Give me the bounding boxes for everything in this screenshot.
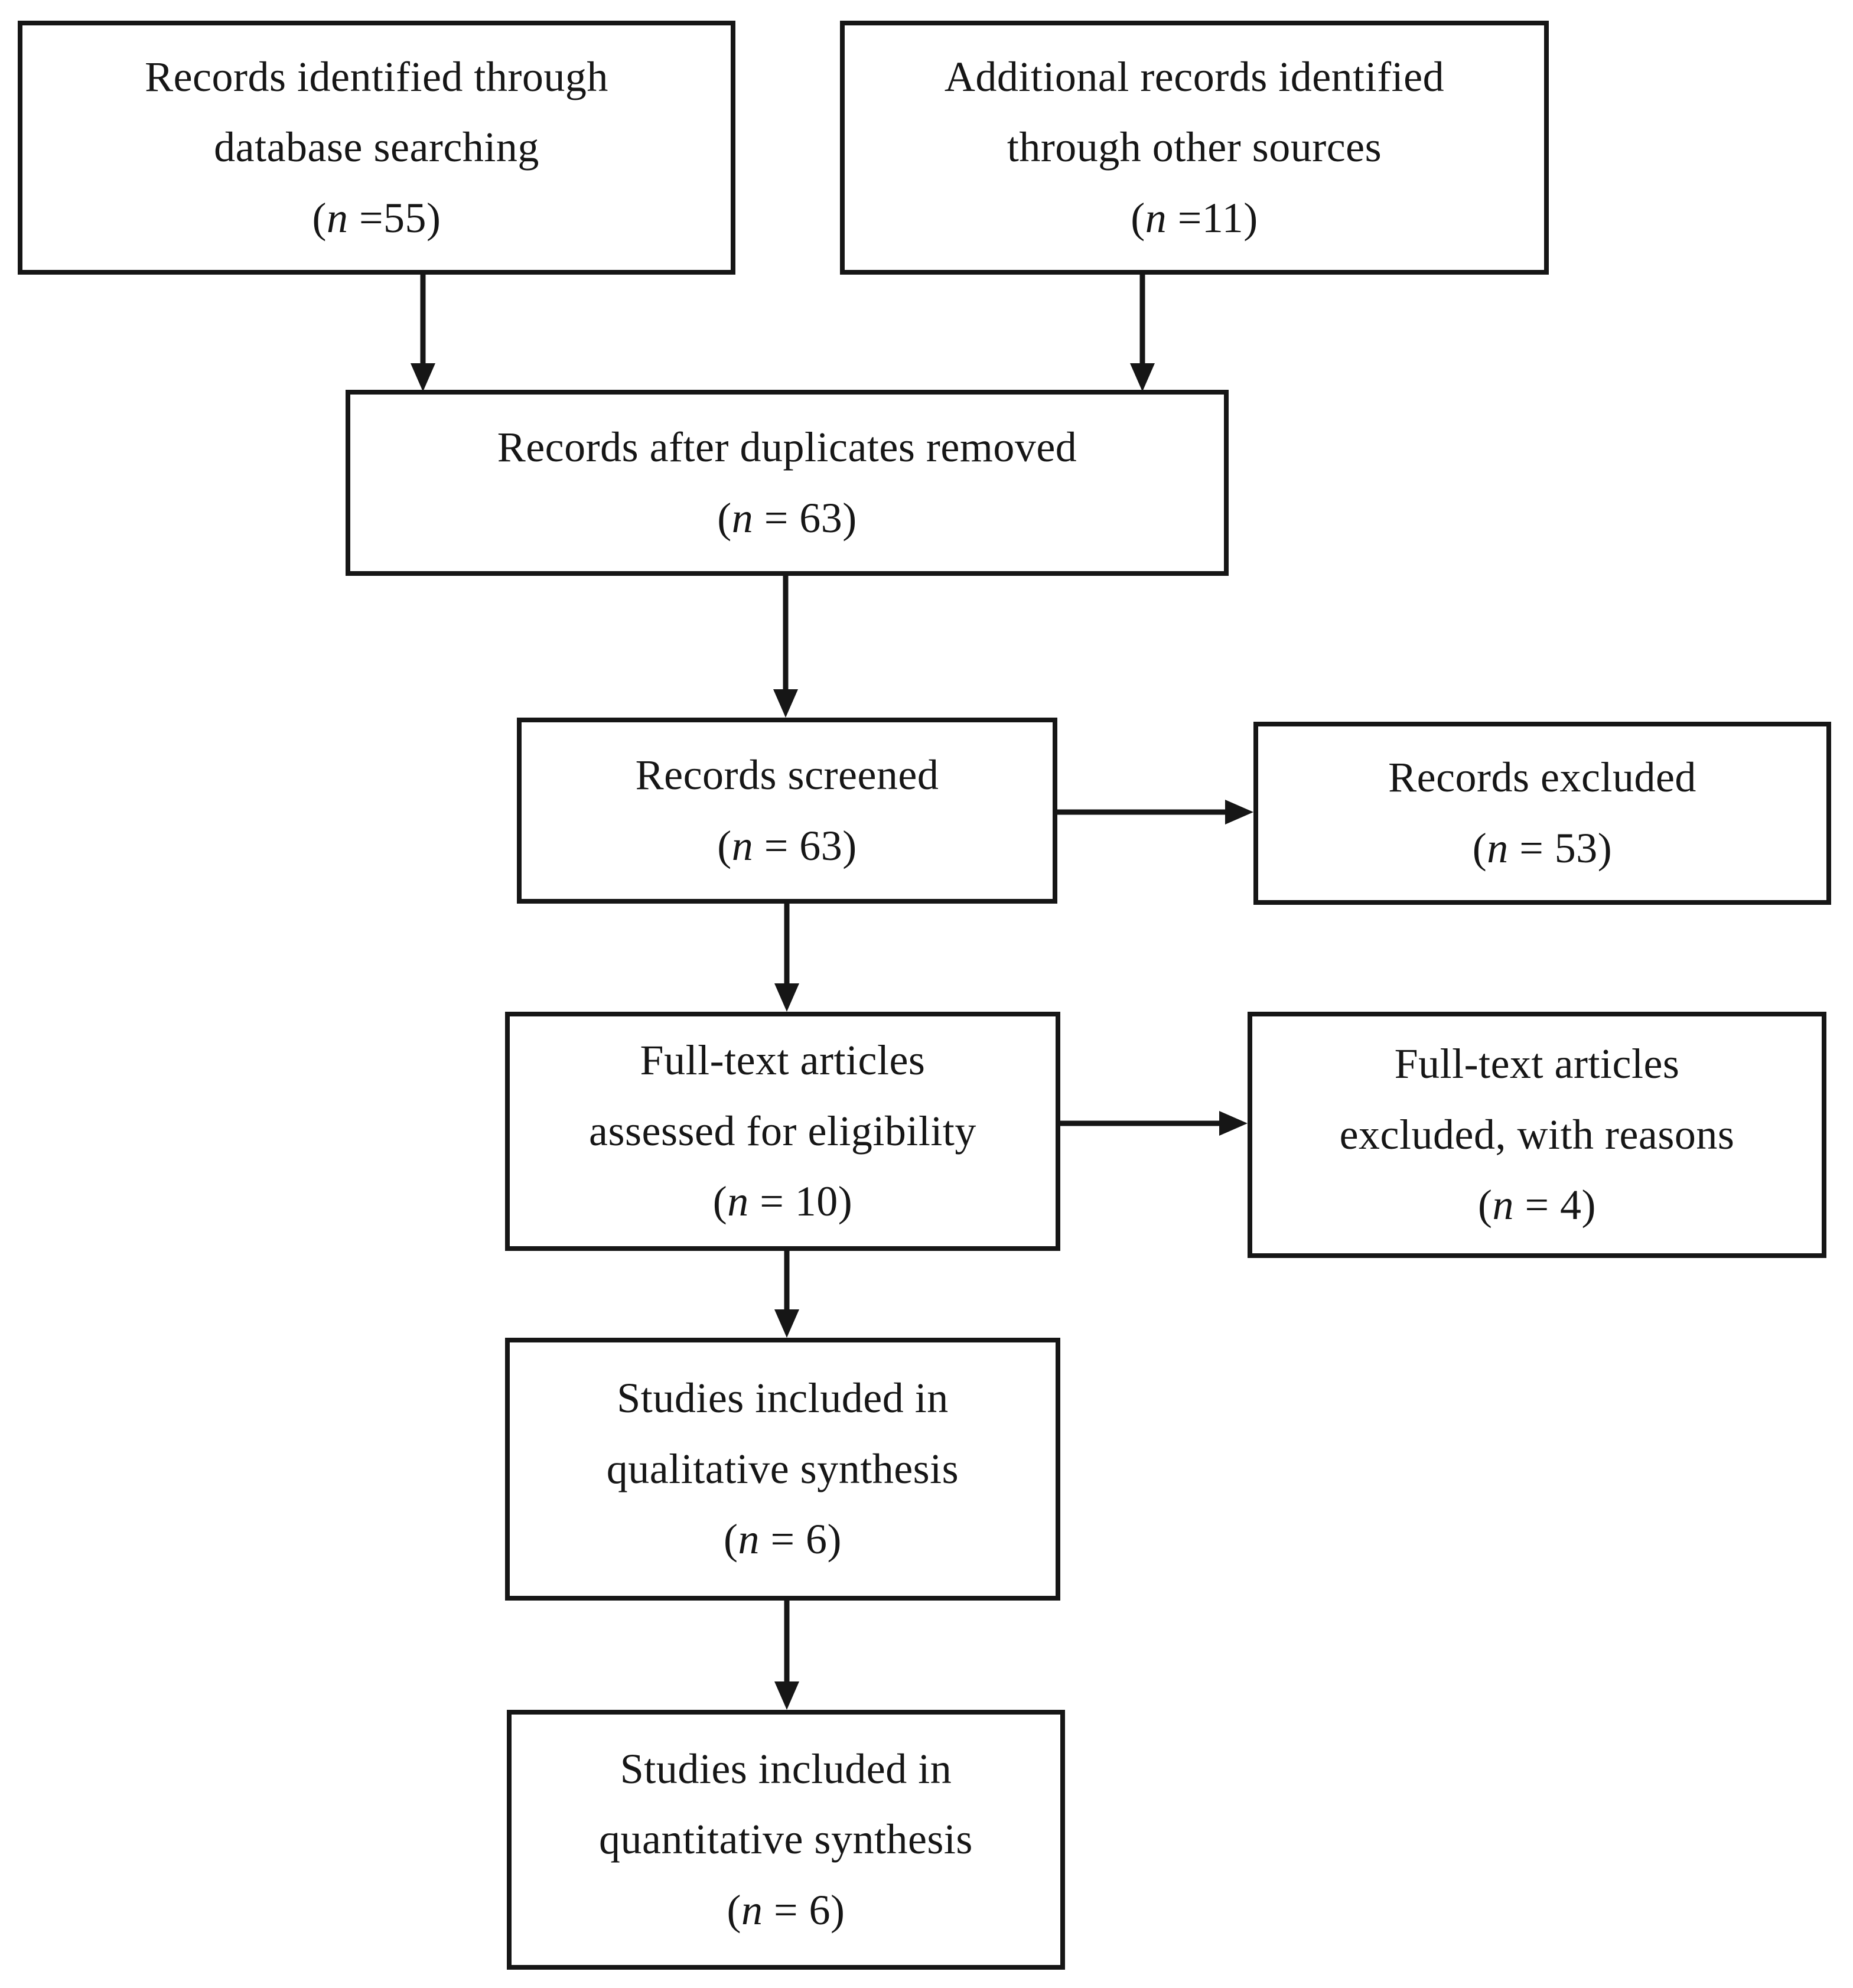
arrow-line	[1060, 1120, 1223, 1126]
arrow-down-icon	[411, 363, 435, 392]
box-count: (n = 6)	[607, 1504, 959, 1575]
box-text: Studies included in quantitative synthes…	[599, 1734, 973, 1946]
box-text: Records after duplicates removed (n = 63…	[497, 412, 1077, 553]
box-text: Studies included in qualitative synthesi…	[607, 1363, 959, 1575]
box-records-excluded: Records excluded (n = 53)	[1253, 722, 1831, 905]
arrow-line	[784, 904, 790, 987]
box-qualitative-synthesis: Studies included in qualitative synthesi…	[505, 1338, 1060, 1601]
box-records-identified-database: Records identified through database sear…	[18, 21, 735, 275]
box-count: (n =55)	[145, 183, 608, 254]
arrow-line	[1057, 809, 1229, 815]
box-count: (n = 10)	[589, 1166, 976, 1237]
arrow-screened-to-excluded-icon	[1057, 800, 1253, 824]
box-fulltext-excluded: Full-text articles excluded, with reason…	[1248, 1012, 1826, 1258]
n-symbol: n	[727, 1178, 749, 1226]
count-paren-open: (	[723, 1516, 738, 1563]
box-label-line: Records excluded	[1388, 754, 1696, 801]
n-symbol: n	[731, 822, 754, 869]
arrow-database-to-duplicates-icon	[411, 275, 435, 392]
arrow-fulltext-to-excluded-icon	[1060, 1111, 1248, 1136]
box-text: Full-text articles assessed for eligibil…	[589, 1025, 976, 1237]
box-label-line: Full-text articles	[1394, 1040, 1680, 1088]
box-label-line: Full-text articles	[640, 1037, 926, 1084]
n-symbol: n	[741, 1886, 763, 1934]
arrow-qualitative-to-quantitative-icon	[774, 1601, 799, 1710]
arrow-right-icon	[1225, 800, 1253, 824]
box-records-identified-other-sources: Additional records identified through ot…	[840, 21, 1549, 275]
box-label-line: Studies included in	[617, 1374, 949, 1422]
box-label-line: quantitative synthesis	[599, 1816, 973, 1863]
arrow-down-icon	[773, 689, 798, 718]
n-symbol: n	[1145, 194, 1167, 242]
box-text: Records excluded (n = 53)	[1388, 742, 1696, 884]
box-count: (n = 4)	[1340, 1170, 1735, 1241]
n-symbol: n	[731, 494, 754, 542]
arrow-down-icon	[774, 1681, 799, 1710]
arrow-screened-to-fulltext-icon	[774, 904, 799, 1012]
arrow-down-icon	[774, 1309, 799, 1338]
box-count: (n = 63)	[497, 483, 1077, 554]
box-label-line: through other sources	[1007, 123, 1382, 171]
arrow-other-sources-to-duplicates-icon	[1130, 275, 1155, 392]
box-label-line: Studies included in	[620, 1745, 952, 1793]
arrow-fulltext-to-qualitative-icon	[774, 1251, 799, 1338]
count-value: = 6)	[759, 1516, 842, 1563]
box-text: Full-text articles excluded, with reason…	[1340, 1029, 1735, 1241]
box-records-screened: Records screened (n = 63)	[517, 718, 1057, 904]
count-value: = 6)	[763, 1886, 845, 1934]
box-text: Records identified through database sear…	[145, 42, 608, 254]
arrow-duplicates-to-screened-icon	[773, 575, 798, 718]
arrow-down-icon	[774, 983, 799, 1012]
count-value: = 4)	[1513, 1181, 1597, 1229]
box-count: (n = 6)	[599, 1875, 973, 1946]
arrow-right-icon	[1219, 1111, 1248, 1136]
box-fulltext-assessed: Full-text articles assessed for eligibil…	[505, 1012, 1060, 1251]
count-value: = 53)	[1508, 824, 1613, 872]
box-quantitative-synthesis: Studies included in quantitative synthes…	[507, 1710, 1065, 1970]
count-value: = 63)	[753, 494, 857, 542]
n-symbol: n	[1487, 824, 1509, 872]
count-paren-open: (	[1477, 1181, 1493, 1229]
n-symbol: n	[326, 194, 349, 242]
arrow-line	[1139, 275, 1145, 367]
count-paren-open: (	[312, 194, 327, 242]
box-label-line: excluded, with reasons	[1339, 1110, 1735, 1158]
count-paren-open: (	[727, 1886, 741, 1934]
arrow-line	[784, 1251, 790, 1313]
n-symbol: n	[1492, 1181, 1514, 1229]
box-count: (n = 63)	[636, 811, 939, 882]
box-text: Records screened (n = 63)	[636, 740, 939, 881]
count-paren-open: (	[717, 494, 732, 542]
box-label-line: database searching	[214, 123, 539, 171]
count-value: =11)	[1167, 194, 1258, 242]
arrow-line	[783, 575, 789, 693]
box-label-line: Additional records identified	[944, 53, 1445, 100]
count-paren-open: (	[712, 1178, 728, 1226]
box-label-line: Records identified through	[145, 53, 608, 100]
box-text: Additional records identified through ot…	[945, 42, 1444, 254]
arrow-down-icon	[1130, 363, 1155, 392]
count-value: =55)	[348, 194, 441, 242]
box-count: (n = 53)	[1388, 813, 1696, 884]
box-label-line: Records screened	[635, 751, 939, 799]
count-value: = 10)	[748, 1178, 853, 1226]
box-records-after-duplicates-removed: Records after duplicates removed (n = 63…	[346, 390, 1229, 576]
arrow-line	[420, 275, 426, 367]
box-label-line: assessed for eligibility	[589, 1107, 976, 1155]
arrow-line	[784, 1601, 790, 1685]
box-label-line: Records after duplicates removed	[497, 423, 1077, 471]
count-paren-open: (	[1131, 194, 1145, 242]
count-paren-open: (	[717, 822, 732, 869]
count-paren-open: (	[1472, 824, 1487, 872]
box-label-line: qualitative synthesis	[606, 1445, 959, 1492]
count-value: = 63)	[753, 822, 857, 869]
box-count: (n =11)	[945, 183, 1444, 254]
n-symbol: n	[738, 1516, 760, 1563]
